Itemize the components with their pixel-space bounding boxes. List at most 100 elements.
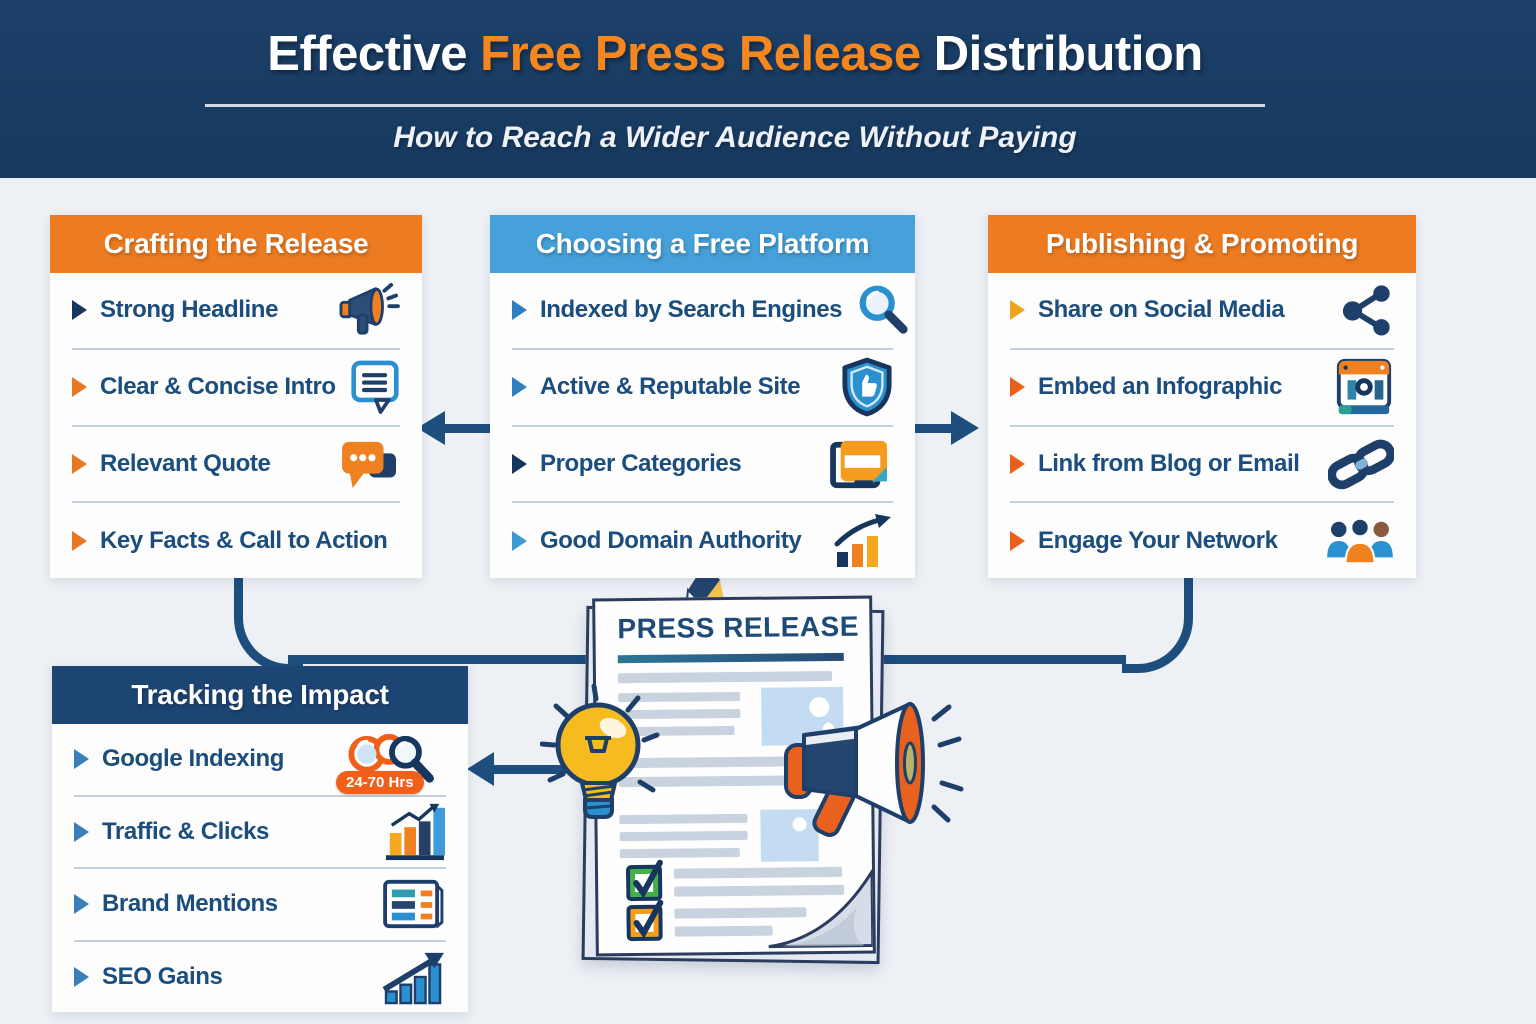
share-icon [1340,283,1394,337]
item-label: SEO Gains [102,962,223,990]
network-icon [1326,513,1394,569]
document-title: Press Release [617,610,860,645]
list-item: Clear & Concise Intro [72,350,400,427]
list-item: Relevant Quote [72,427,400,504]
bullet-icon [1010,300,1025,321]
list-item: Good Domain Authority [512,503,893,578]
bullet-icon [512,453,527,474]
list-item: Key Facts & Call to Action [72,503,400,578]
search-icon [855,282,911,338]
bullet-icon [512,300,527,321]
title-underline [617,652,844,664]
title-divider [205,104,1265,107]
checkbox-checked-green-icon [625,859,666,903]
item-label: Good Domain Authority [540,526,802,554]
list-item: Strong Headline [72,273,400,350]
bullet-icon [72,453,87,474]
header-banner: Effective Free Press Release Distributio… [0,0,1536,178]
bullet-icon [1010,453,1025,474]
card-publishing-and-promoting: Publishing & Promoting Share on Social M… [988,215,1416,578]
item-label: Share on Social Media [1038,296,1285,324]
intro-bubble-icon [350,359,400,415]
bullet-icon [74,894,89,915]
text-line [619,847,740,859]
bullet-icon [1010,530,1025,551]
card-crafting-the-release: Crafting the Release Strong Headline [50,215,422,578]
megaphone-large-icon [782,693,982,843]
list-item: Traffic & Clicks [74,797,446,869]
bullet-icon [1010,377,1025,398]
checkbox-checked-orange-icon [626,899,666,943]
list-item: Indexed by Search Engines [512,273,908,350]
item-label: Embed an Infographic [1038,373,1283,401]
bullet-icon [512,530,527,551]
cloud-search-icon: 24-70 Hrs [334,728,446,795]
flow-connector-curve-right [1122,578,1193,673]
item-label: Engage Your Network [1038,526,1278,554]
indexing-time-badge: 24-70 Hrs [336,771,424,795]
item-label: Key Facts & Call to Action [100,526,388,554]
item-label: Relevant Quote [100,449,271,477]
card-tracking-the-impact: Tracking the Impact Google Indexing [52,666,468,1012]
item-label: Brand Mentions [102,890,278,918]
press-release-document: Press Release [592,595,876,957]
lightbulb-icon [539,682,660,847]
item-label: Google Indexing [102,745,285,773]
flow-connector-curve-left [234,578,303,673]
item-label: Indexed by Search Engines [540,296,843,324]
list-item: Share on Social Media [1010,273,1394,350]
card-title: Tracking the Impact [52,666,468,724]
card-title: Publishing & Promoting [988,215,1416,273]
text-line [674,925,773,937]
arrow-left-tracking-icon [467,752,494,786]
page-curl [766,866,875,954]
arrow-to-tracking-shaft [494,765,566,774]
link-icon [1328,437,1394,491]
bullet-icon [512,377,527,398]
card-body: Strong Headline [50,273,422,578]
list-item: Google Indexing 24-70 Hrs [74,724,446,797]
list-item: Proper Categories [512,427,893,504]
card-choosing-a-free-platform: Choosing a Free Platform Indexed by Sear… [490,215,915,578]
list-item: SEO Gains [74,942,446,1013]
card-title: Crafting the Release [50,215,422,273]
item-label: Proper Categories [540,449,742,477]
card-body: Indexed by Search Engines Active & Reput… [490,273,915,578]
title-part-white2: Distribution [920,27,1203,81]
infographic-icon [1334,357,1394,417]
domain-authority-chart-icon [833,512,893,570]
traffic-chart-icon [384,802,446,862]
arrow-to-crafting-shaft [444,424,490,433]
shield-icon [841,357,893,417]
seo-chart-icon [382,949,446,1005]
bullet-icon [74,966,89,987]
bullet-icon [74,749,89,770]
categories-icon [829,437,893,491]
mentions-icon [382,878,446,930]
page-title: Effective Free Press Release Distributio… [0,26,1470,82]
card-title: Choosing a Free Platform [490,215,915,273]
card-body: Google Indexing 24-70 Hrs [52,724,468,1012]
page-subtitle: How to Reach a Wider Audience Without Pa… [393,121,1077,154]
item-label: Link from Blog or Email [1038,449,1300,477]
list-item: Brand Mentions [74,869,446,942]
list-item: Active & Reputable Site [512,350,893,427]
quote-bubbles-icon [340,438,400,490]
bullet-icon [72,377,87,398]
bullet-icon [74,821,89,842]
item-label: Traffic & Clicks [102,817,270,845]
list-item: Embed an Infographic [1010,350,1394,427]
item-label: Strong Headline [100,296,279,324]
list-item: Engage Your Network [1010,503,1394,578]
arrow-right-icon [951,411,979,445]
megaphone-icon [336,282,400,338]
card-body: Share on Social Media Embed an Infograph… [988,273,1416,578]
list-item: Link from Blog or Email [1010,427,1394,504]
arrow-to-publishing-shaft [915,424,953,433]
item-label: Active & Reputable Site [540,373,801,401]
title-part-white1: Effective [267,27,481,81]
bullet-icon [72,300,87,321]
title-part-orange: Free Press Release [480,27,921,81]
bullet-icon [72,530,87,551]
